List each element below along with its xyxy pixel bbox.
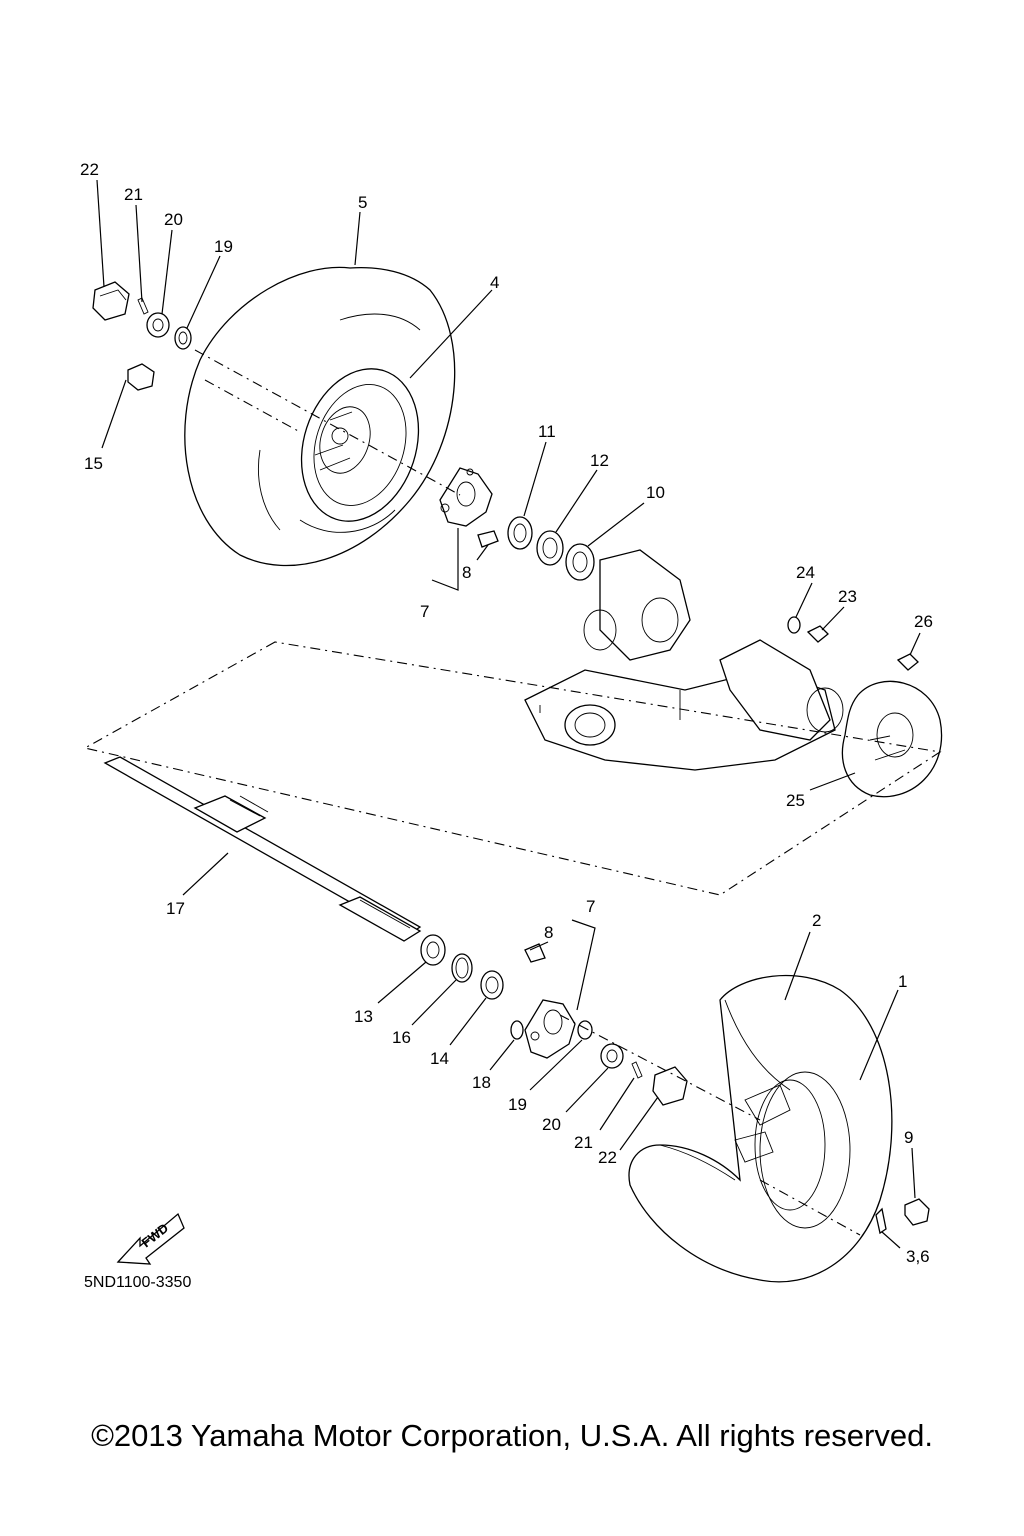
diagram-code: 5ND1100-3350 (84, 1274, 192, 1291)
lug-nut-9 (904, 1198, 930, 1226)
bolt-26 (896, 653, 919, 671)
oil-seal-14 (480, 970, 504, 1000)
callout-10: 10 (646, 483, 665, 502)
callout-13: 13 (354, 1007, 373, 1026)
callout-22-lower: 22 (598, 1148, 617, 1167)
stud-bolt-upper (477, 530, 499, 548)
callout-8-upper: 8 (462, 563, 471, 582)
rear-wheel-left (184, 266, 456, 567)
callout-20-lower: 20 (542, 1115, 561, 1134)
cotter-pin-upper (137, 297, 149, 315)
callout-3-6: 3,6 (906, 1247, 930, 1266)
washer-upper (174, 326, 192, 350)
centerline-upper-1 (194, 349, 461, 496)
washer-24 (787, 616, 801, 634)
callout-26: 26 (914, 612, 933, 631)
axle-nut-lower (600, 1043, 624, 1069)
callout-15: 15 (84, 454, 103, 473)
fwd-arrow-icon: FWD (116, 1212, 185, 1265)
copyright-notice: ©2013 Yamaha Motor Corporation, U.S.A. A… (91, 1418, 933, 1453)
callout-labels: 22 21 20 19 5 4 15 11 12 10 8 7 24 23 26… (80, 160, 933, 1266)
callout-7-upper: 7 (420, 602, 429, 621)
washer-lower (577, 1020, 593, 1040)
callout-19-lower: 19 (508, 1095, 527, 1114)
centerline-upper-2 (204, 379, 301, 433)
callout-14: 14 (430, 1049, 449, 1068)
o-ring-18 (510, 1020, 524, 1040)
axle-nut-cap-lower (652, 1066, 688, 1106)
rear-axle-shaft-17 (103, 756, 422, 942)
hub-upper (439, 467, 493, 527)
callout-23: 23 (838, 587, 857, 606)
centerline-lower-2 (759, 1179, 861, 1236)
callout-18: 18 (472, 1073, 491, 1092)
rear-arm-housing (524, 549, 844, 771)
bearing-13 (420, 934, 446, 966)
bearing-10 (565, 543, 595, 581)
callout-4: 4 (490, 273, 499, 292)
leader-lines (96, 179, 921, 1249)
callout-17: 17 (166, 899, 185, 918)
oil-seal-11 (507, 516, 533, 550)
callout-16: 16 (392, 1028, 411, 1047)
brake-disc-cover-25 (841, 680, 943, 798)
callout-2: 2 (812, 911, 821, 930)
stud-bolt-lower (524, 943, 546, 963)
callout-24: 24 (796, 563, 815, 582)
bolt-23 (806, 625, 829, 643)
hub-lower (524, 999, 576, 1059)
circlip-16 (451, 953, 473, 983)
callout-8-lower: 8 (544, 923, 553, 942)
callout-21: 21 (124, 185, 143, 204)
cotter-pin-lower (631, 1061, 643, 1079)
callout-12: 12 (590, 451, 609, 470)
callout-20: 20 (164, 210, 183, 229)
callout-25: 25 (786, 791, 805, 810)
callout-22: 22 (80, 160, 99, 179)
axle-nut-cap-upper (92, 281, 130, 321)
lug-nut-15 (127, 363, 155, 391)
oil-seal-12 (536, 530, 564, 566)
callout-5: 5 (358, 193, 367, 212)
centerline-lower-1 (559, 1014, 761, 1121)
callout-1: 1 (898, 972, 907, 991)
callout-11: 11 (538, 422, 556, 441)
callout-7-lower: 7 (586, 897, 595, 916)
valve-stem-3-6 (875, 1207, 887, 1235)
rear-wheel-right (628, 974, 893, 1283)
callout-9: 9 (904, 1128, 913, 1147)
callout-19: 19 (214, 237, 233, 256)
callout-21-lower: 21 (574, 1133, 593, 1152)
axle-nut-upper (146, 312, 170, 338)
